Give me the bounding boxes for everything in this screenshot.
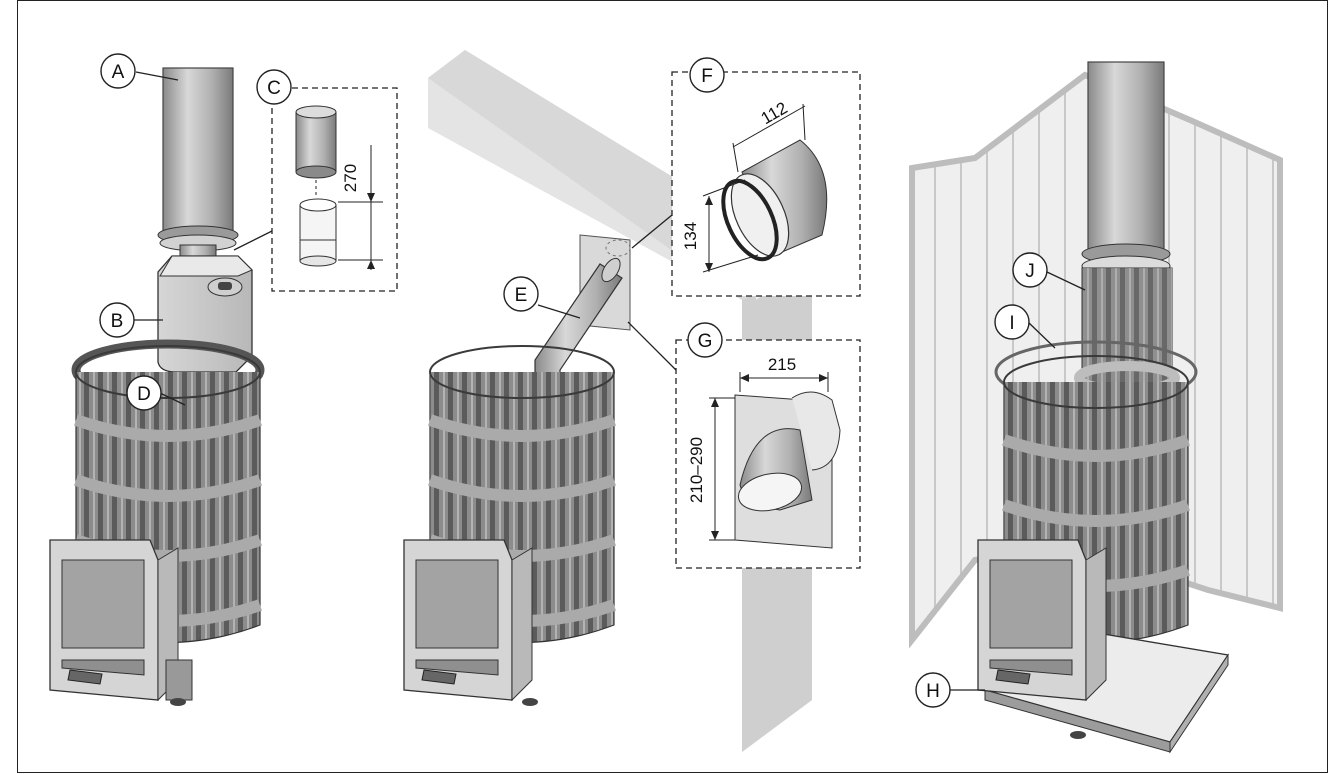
callout-f: F (689, 57, 725, 93)
chimney-pipe-a (162, 67, 234, 234)
heater-left (49, 67, 265, 706)
svg-text:J: J (1025, 261, 1035, 282)
sleeve-upper (295, 111, 337, 173)
svg-text:B: B (111, 311, 124, 332)
callout-h: H (915, 672, 951, 708)
dimension-134: 134 (681, 222, 700, 250)
callout-j: J (1012, 252, 1048, 288)
dimension-215: 215 (768, 355, 796, 374)
firebox-glass (61, 559, 145, 649)
detail-box-c: 270 (233, 87, 398, 292)
sleeve-lower (299, 204, 337, 262)
callout-b: B (99, 302, 135, 338)
svg-text:G: G (698, 331, 713, 352)
callout-leaders (134, 71, 1086, 691)
svg-text:E: E (515, 285, 528, 306)
detail-box-f: 112 134 (631, 71, 861, 297)
callout-g: G (687, 322, 723, 358)
svg-text:I: I (1009, 313, 1014, 334)
callout-d: D (126, 375, 162, 411)
svg-text:A: A (112, 62, 125, 83)
callout-e: E (503, 276, 539, 312)
svg-text:H: H (926, 681, 940, 702)
heater-right (909, 61, 1283, 754)
dimension-270: 270 (341, 164, 360, 192)
svg-text:F: F (701, 66, 713, 87)
dimension-210-290: 210–290 (687, 437, 706, 503)
detail-box-g: 215 210–290 (627, 321, 861, 569)
callout-a: A (100, 53, 136, 89)
pipe-connector-f (741, 139, 828, 256)
callout-c: C (256, 69, 292, 105)
callout-i: I (994, 304, 1030, 340)
svg-text:C: C (267, 78, 281, 99)
svg-text:D: D (137, 384, 151, 405)
